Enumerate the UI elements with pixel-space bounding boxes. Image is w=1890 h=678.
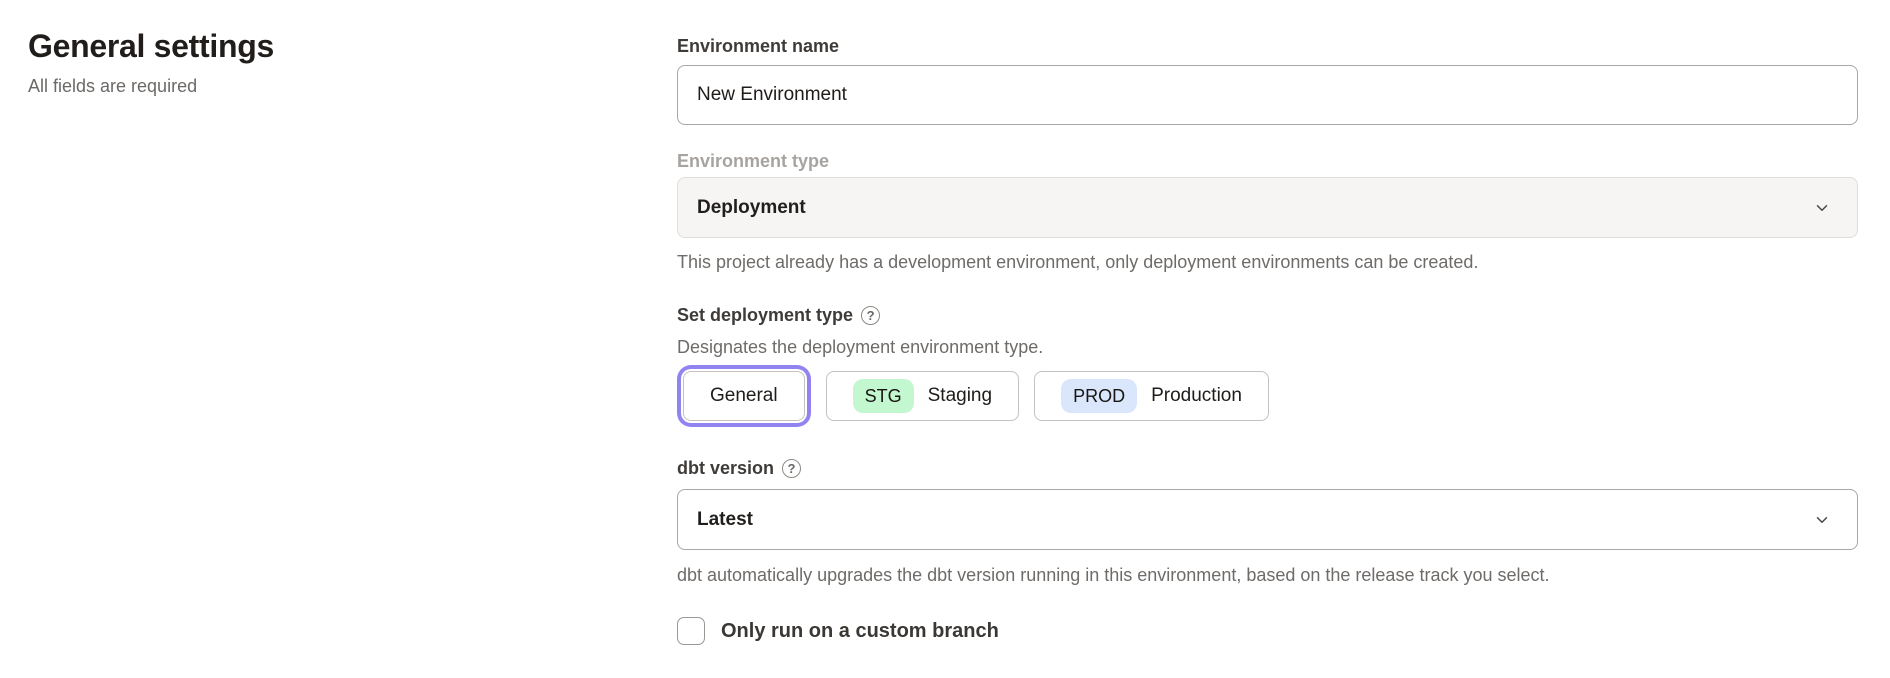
deployment-type-staging-button[interactable]: STG Staging xyxy=(825,371,1020,421)
help-icon[interactable]: ? xyxy=(782,458,802,478)
custom-branch-row: Only run on a custom branch xyxy=(677,617,1858,645)
dbt-version-select[interactable]: Latest xyxy=(677,489,1858,550)
chevron-down-icon xyxy=(1813,511,1831,529)
environment-form: Environment name Environment type Deploy… xyxy=(677,34,1858,645)
deployment-type-general-button[interactable]: General xyxy=(683,371,805,421)
deployment-type-production-button[interactable]: PROD Production xyxy=(1034,371,1269,421)
production-badge: PROD xyxy=(1061,379,1138,413)
dbt-version-label: dbt version xyxy=(677,458,775,478)
environment-type-select[interactable]: Deployment xyxy=(677,177,1858,238)
deployment-type-production-label: Production xyxy=(1151,385,1242,406)
page-title: General settings xyxy=(28,28,274,64)
dbt-version-value: Latest xyxy=(697,508,753,530)
environment-name-input[interactable] xyxy=(677,65,1858,125)
page-subtitle: All fields are required xyxy=(28,76,198,96)
chevron-down-icon xyxy=(1813,199,1831,217)
environment-type-label: Environment type xyxy=(677,151,830,171)
deployment-type-options: General STG Staging PROD Production xyxy=(677,371,1858,421)
environment-type-helper: This project already has a development e… xyxy=(677,252,1479,272)
help-icon[interactable]: ? xyxy=(861,305,881,325)
environment-name-label: Environment name xyxy=(677,36,840,56)
environment-type-value: Deployment xyxy=(697,196,806,218)
deployment-type-description: Designates the deployment environment ty… xyxy=(677,337,1044,357)
custom-branch-label[interactable]: Only run on a custom branch xyxy=(721,619,999,642)
dbt-version-helper: dbt automatically upgrades the dbt versi… xyxy=(677,565,1550,585)
staging-badge: STG xyxy=(852,379,914,413)
settings-header: General settings All fields are required xyxy=(28,26,588,97)
deployment-type-label: Set deployment type xyxy=(677,305,854,325)
deployment-type-general-label: General xyxy=(710,385,778,406)
deployment-type-staging-label: Staging xyxy=(927,385,993,406)
dbt-version-label-row: dbt version ? xyxy=(677,456,1858,480)
custom-branch-checkbox[interactable] xyxy=(677,617,705,645)
deployment-type-label-row: Set deployment type ? xyxy=(677,303,1858,327)
